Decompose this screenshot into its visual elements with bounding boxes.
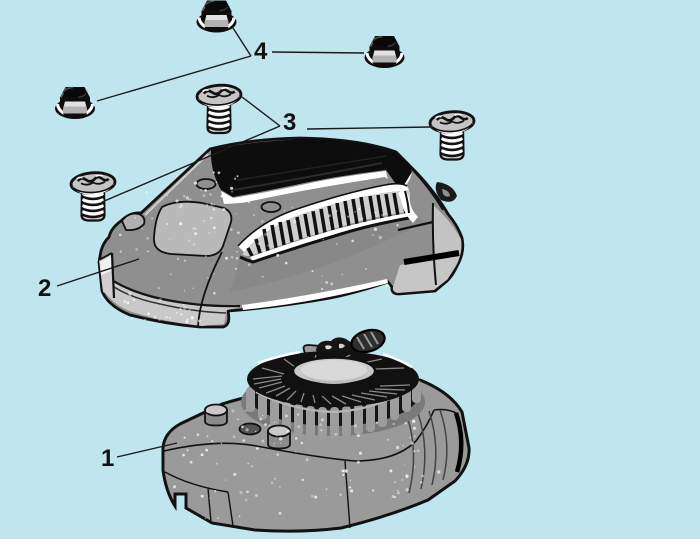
svg-text:2: 2 [38,275,51,302]
svg-text:1: 1 [101,445,114,472]
svg-text:4: 4 [254,38,268,65]
svg-text:3: 3 [283,109,296,136]
